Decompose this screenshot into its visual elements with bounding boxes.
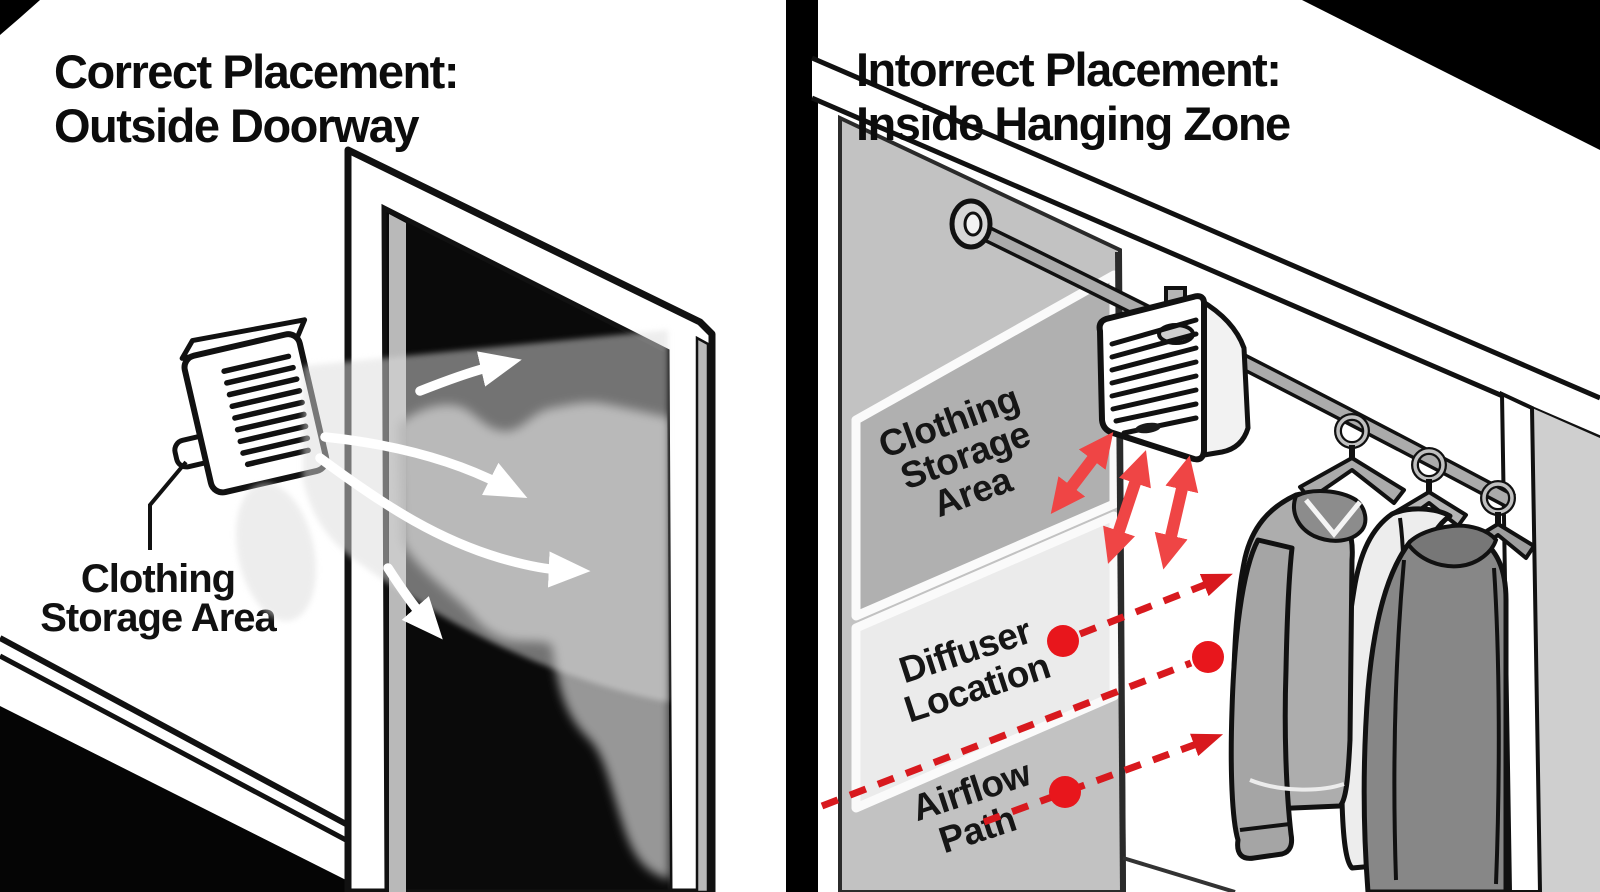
red-dot-2 — [1192, 641, 1224, 673]
right-panel: Clothing Storage Area Diffuser Location … — [811, 0, 1600, 892]
red-double-arrow-2 — [1103, 450, 1151, 564]
leader-line — [148, 460, 188, 550]
vent-slats — [221, 353, 311, 468]
zone-label-clothing-storage: Clothing Storage Area — [873, 378, 1035, 525]
baseboard-top-line — [0, 635, 348, 827]
airflow-dashed-lines — [820, 573, 1233, 826]
spray-cone — [236, 330, 668, 702]
left-panel: Clothing Storage Area Correct Placement:… — [0, 0, 716, 892]
airflow-arrow-3 — [315, 453, 591, 588]
airflow-arrow-1 — [415, 351, 522, 396]
red-double-arrow-3 — [1154, 455, 1199, 570]
ceiling-edge-band — [811, 55, 1600, 441]
airflow-dashed-line-1 — [1078, 573, 1233, 638]
collar-highlight — [1304, 498, 1362, 538]
airflow-dashed-line-3 — [982, 733, 1224, 826]
right-title-line-2: Inside Hanging Zone — [856, 97, 1290, 150]
airflow-dashed-line-2 — [820, 659, 1193, 810]
panel-divider — [786, 0, 818, 892]
jacket-dark — [1361, 523, 1509, 892]
jacket-light-sleeve — [1228, 537, 1295, 861]
airflow-arrow-2 — [320, 432, 528, 499]
airflow-arrows — [315, 351, 591, 640]
diffuser-unit-right — [1096, 286, 1251, 463]
airflow-arrow-4 — [383, 563, 443, 640]
label-line-1: Clothing — [81, 557, 235, 601]
left-title-line-2: Outside Doorway — [54, 99, 419, 152]
left-title-line-1: Correct Placement: — [54, 45, 458, 98]
closet-right-wall — [1532, 408, 1600, 892]
right-title-line-1: Intorrect Placement: — [856, 43, 1280, 96]
door-frame-side-strip — [695, 335, 710, 892]
diffuser-side-face — [1195, 297, 1251, 459]
corner-wedge-top-left — [0, 0, 40, 35]
red-dots — [1047, 625, 1224, 808]
corner-shadow-top-right — [1302, 0, 1600, 150]
hanger-hook-2 — [1411, 447, 1447, 494]
diffuser-unit-left — [172, 317, 330, 496]
red-dot-1 — [1047, 625, 1079, 657]
red-dot-3 — [1049, 776, 1081, 808]
right-title: Intorrect Placement: Inside Hanging Zone — [856, 43, 1292, 150]
sleeve-cuff-line — [1239, 822, 1291, 832]
power-button — [1135, 422, 1161, 434]
floor-shadow — [0, 706, 346, 892]
red-double-arrow-1 — [1050, 431, 1114, 515]
baseboard — [0, 635, 348, 843]
jacket-dark-collar — [1405, 523, 1499, 569]
clothes — [1228, 489, 1509, 892]
clothing-storage-label: Clothing Storage Area — [40, 557, 278, 640]
red-double-arrows — [1050, 431, 1199, 570]
baseboard-bottom-line — [0, 653, 348, 843]
floor-edge-line — [1122, 856, 1236, 892]
spray-droop-lobe — [236, 483, 316, 621]
jacket-light — [1228, 489, 1368, 861]
label-line-2: Storage Area — [40, 596, 277, 640]
rod-flange-center — [963, 211, 983, 237]
left-title: Correct Placement: Outside Doorway — [54, 45, 460, 152]
hem-highlight — [1249, 778, 1345, 792]
